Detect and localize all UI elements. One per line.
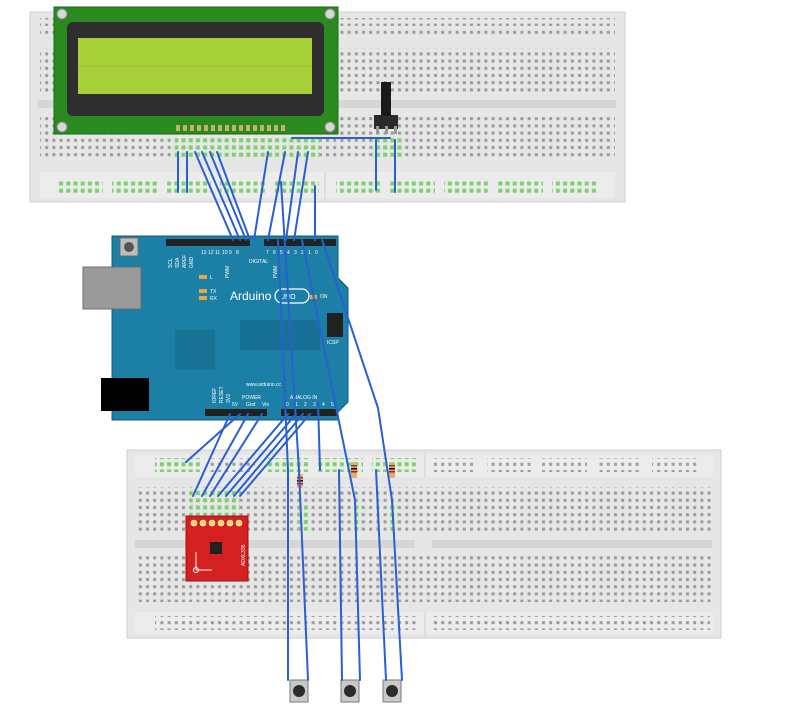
wire-lcd-d3 xyxy=(209,151,247,241)
push-buttons xyxy=(289,679,402,703)
digital-pin-label: 5 xyxy=(280,250,283,256)
wire-sensor-3 xyxy=(209,413,263,497)
push-button-3 xyxy=(382,679,402,703)
arduino-uno: Arduino UNO www.arduino.cc DIGITAL POWER… xyxy=(82,235,349,421)
ioref-label: IOREF xyxy=(212,388,218,403)
wire-lcd-d1 xyxy=(194,151,234,241)
wire-sensor-2 xyxy=(201,413,249,497)
wire-lcd-d7 xyxy=(285,151,299,241)
wire-sensor-7 xyxy=(239,413,311,497)
website-label: www.arduino.cc xyxy=(246,382,282,388)
rx-label: RX xyxy=(210,296,218,302)
digital-label: DIGITAL xyxy=(249,259,268,265)
scl-label: SCL xyxy=(168,258,174,268)
analog-pin-label: 1 xyxy=(295,402,298,408)
analog-pin-label: 5 xyxy=(331,402,334,408)
digital-header-right xyxy=(264,239,336,246)
usb-connector xyxy=(82,266,142,310)
v33-label: 3V3 xyxy=(226,394,232,403)
wire-button-3 xyxy=(321,239,403,681)
wire-lcd-d5 xyxy=(253,151,269,241)
digital-pin-label: 4 xyxy=(287,250,290,256)
wire-button-1 xyxy=(277,239,289,681)
power-header xyxy=(205,409,267,416)
analog-pin-label: 4 xyxy=(322,402,325,408)
analog-pin-label: 0 xyxy=(286,402,289,408)
digital-pin-label: 3 xyxy=(294,250,297,256)
power-jack xyxy=(101,378,149,411)
reset-label: RESET xyxy=(219,386,225,403)
analog-pin-label: 2 xyxy=(304,402,307,408)
wire-button-2b xyxy=(338,469,343,681)
wire-power-b xyxy=(185,413,241,463)
l-label: L xyxy=(210,275,213,281)
wire-sensor-5 xyxy=(225,413,297,497)
pwm-label-2: PWM xyxy=(273,266,279,278)
digital-pin-label: 6 xyxy=(273,250,276,256)
wire-button-3b xyxy=(375,469,387,681)
resistor-3 xyxy=(389,462,395,478)
analog-label: ANALOG IN xyxy=(290,395,318,401)
potentiometer xyxy=(374,82,398,134)
wire-sensor-4 xyxy=(217,413,289,497)
resistor-2 xyxy=(351,462,357,478)
sda-label: SDA xyxy=(175,257,181,268)
wire-power-a xyxy=(317,401,321,471)
digital-pin-label: 2 xyxy=(301,250,304,256)
wire-button-2 xyxy=(301,239,361,681)
digital-pin-label: 12 xyxy=(208,250,214,256)
wire-lcd-d4 xyxy=(216,151,251,241)
digital-pin-label: 0 xyxy=(315,250,318,256)
digital-pin-label: 1 xyxy=(308,250,311,256)
arduino-brand: Arduino xyxy=(230,289,272,303)
pwm-label-1: PWM xyxy=(225,266,231,278)
power-label: POWER xyxy=(242,395,261,401)
sensor-label: ADXL335 xyxy=(241,544,247,566)
wire-lcd-d6 xyxy=(267,151,286,241)
wire-sensor-6 xyxy=(233,413,304,497)
wire-sensor-1 xyxy=(192,413,231,497)
on-label: ON xyxy=(320,294,328,300)
digital-pin-label: 9 xyxy=(229,250,232,256)
digital-pin-label: 7 xyxy=(266,250,269,256)
bottom-breadboard-channel xyxy=(135,540,415,548)
digital-pin-label: 8 xyxy=(236,250,239,256)
wire-button-1b xyxy=(280,181,309,681)
analog-header xyxy=(281,409,337,416)
aref-label: AREF xyxy=(182,255,188,268)
digital-pin-label: 13 xyxy=(201,250,207,256)
tx-label: TX xyxy=(210,289,217,295)
digital-pin-label: 11 xyxy=(215,250,220,256)
lcd-header-pins xyxy=(176,125,285,131)
digital-header-left xyxy=(166,239,250,246)
vin-label: Vin xyxy=(262,402,269,408)
digital-pin-label: 10 xyxy=(222,250,228,256)
push-button-2 xyxy=(340,679,360,703)
arduino-board xyxy=(111,235,349,421)
lcd-module xyxy=(53,6,339,135)
v5-label: 5V xyxy=(232,402,239,408)
wire-lcd-d8 xyxy=(293,151,309,241)
gnd2-label: Gnd xyxy=(246,402,256,408)
icsp-label: ICSP xyxy=(327,340,339,346)
wire-lcd-d2 xyxy=(201,151,241,241)
uno-logo-box xyxy=(274,288,310,304)
push-button-1 xyxy=(289,679,309,703)
accelerometer-breakout: ADXL335 xyxy=(185,515,249,582)
gnd-label: GND xyxy=(189,257,195,269)
sensor-chip xyxy=(210,542,222,554)
analog-pin-label: 3 xyxy=(313,402,316,408)
wires xyxy=(177,137,403,681)
